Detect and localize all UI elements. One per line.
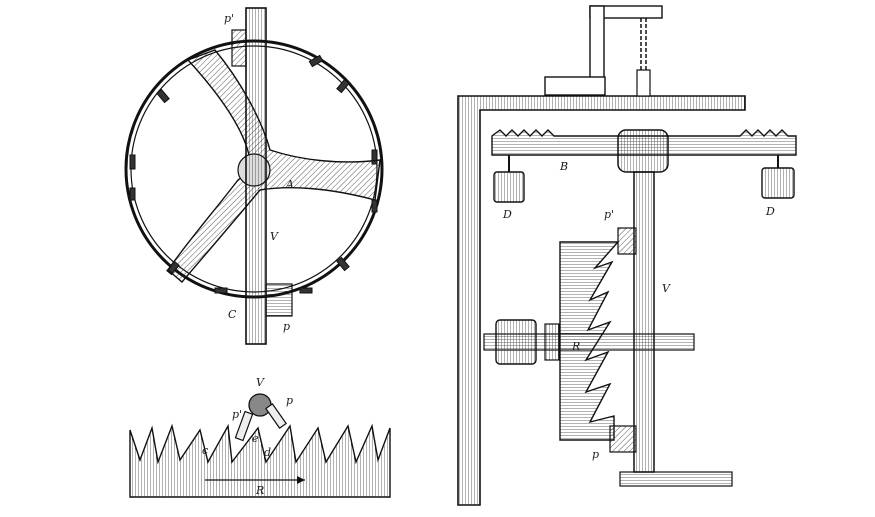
detail-arbor	[248, 393, 272, 417]
label-a: A	[285, 178, 294, 191]
label-c: C	[228, 308, 237, 321]
label-d-left: D	[502, 208, 512, 221]
escapement-detail: V p' p c e d R	[129, 376, 391, 498]
crown-wheel-strip	[129, 423, 391, 498]
label-p-prime-right: p'	[604, 208, 614, 221]
weight-d-left	[493, 171, 525, 203]
pallet-p-prime-top	[231, 29, 247, 67]
label-r-right: R	[571, 340, 580, 353]
label-b: B	[559, 160, 568, 173]
bottom-bracket	[619, 471, 733, 487]
balance-wheel: p' A V C p	[124, 7, 384, 345]
label-e-detail: e	[252, 432, 259, 445]
label-v-left: V	[270, 230, 279, 243]
label-v-detail: V	[256, 376, 265, 389]
foliot-hub	[617, 129, 669, 173]
label-v-right: V	[662, 282, 671, 295]
label-p-prime-detail: p'	[232, 408, 242, 421]
label-p-right: p	[592, 448, 599, 461]
label-r-detail: R	[255, 484, 264, 497]
label-d-detail: d	[264, 446, 271, 459]
side-elevation: B D D p' V R p	[457, 5, 797, 506]
label-p-prime-top: p'	[224, 12, 234, 25]
label-d-right: D	[765, 205, 775, 218]
pallet-p-prime-right	[617, 227, 637, 255]
label-p-detail: p	[286, 394, 293, 407]
pallet-p-right	[609, 425, 637, 453]
pinion	[495, 319, 537, 365]
frame	[457, 95, 746, 506]
pallet-p-left	[265, 283, 293, 317]
arbor-v-right	[633, 171, 655, 473]
arbor-v-left	[245, 7, 267, 345]
label-p-left: p	[283, 320, 290, 333]
weight-d-right	[761, 167, 795, 199]
label-c-detail: c	[202, 444, 208, 457]
